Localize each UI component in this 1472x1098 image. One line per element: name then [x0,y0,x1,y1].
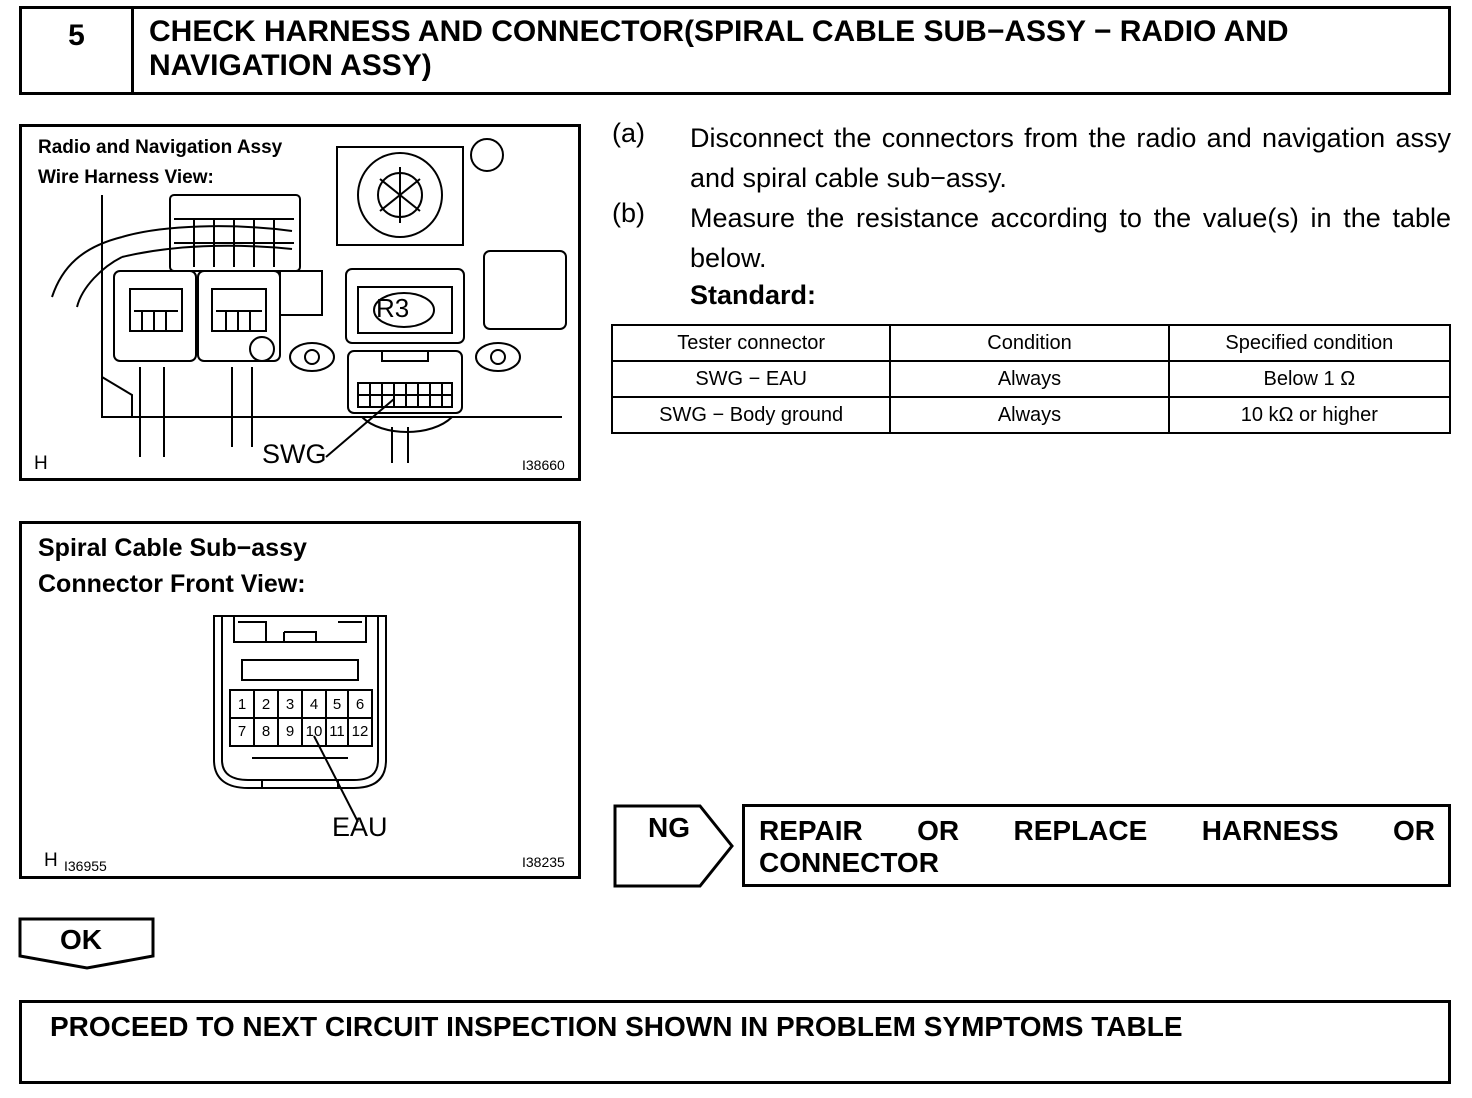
ng-result-text: REPAIR OR REPLACE HARNESS OR CONNECTOR [759,815,1435,879]
radio-navigation-harness-figure: Radio and Navigation Assy Wire Harness V… [19,124,581,481]
table-cell: Always [889,396,1170,434]
terminal-label-swg: SWG [262,439,327,469]
left-connector-1 [113,270,197,362]
figure2-corner-mark: H [44,850,58,871]
ng-word: OR [1393,815,1435,846]
fan-ring [357,152,443,238]
figure2-sub-id: I36955 [64,858,107,874]
eau-leader-line [313,735,359,823]
figure2-title: Spiral Cable Sub−assy Connector Front Vi… [38,530,307,602]
r3-terminal-block [347,350,463,414]
ng-result-line2: CONNECTOR [759,847,939,878]
ng-result-line1: REPAIR OR REPLACE HARNESS OR [759,815,1435,847]
terminal-label-eau: EAU [332,812,388,842]
table-cell: SWG − EAU [610,360,892,398]
figure2-id: I38235 [522,854,565,870]
r3-label-oval [373,292,435,328]
pin-11: 11 [329,723,345,740]
table-row: SWG − Body ground Always 10 kΩ or higher [610,396,1452,434]
final-instruction-text: PROCEED TO NEXT CIRCUIT INSPECTION SHOWN… [50,1011,1183,1042]
pin-6: 6 [355,696,365,713]
instruction-b-text: Measure the resistance according to the … [690,203,1451,273]
connector-latch-slot [241,659,359,681]
instruction-a-text: Disconnect the connectors from the radio… [690,123,1451,193]
table-cell: Always [889,360,1170,398]
table-cell: SWG − Body ground [610,396,892,434]
table-header-cell: Tester connector [610,324,892,362]
figure1-id: I38660 [522,457,565,473]
pin-2: 2 [261,696,271,713]
step-title: CHECK HARNESS AND CONNECTOR(SPIRAL CABLE… [149,15,1289,82]
ok-arrow-shape [18,917,155,970]
spiral-cable-connector-figure: Spiral Cable Sub−assy Connector Front Vi… [19,521,581,879]
pin-1: 1 [237,696,247,713]
ng-word: REPAIR [759,815,863,846]
pin-10: 10 [305,723,323,740]
instruction-b-letter: (b) [612,198,645,228]
pin-row-2: 7 8 9 10 11 12 [230,723,372,740]
pin-5: 5 [332,696,342,713]
pin-3: 3 [285,696,295,713]
table-header-cell: Specified condition [1167,324,1452,362]
table-row: SWG − EAU Always Below 1 Ω [610,360,1452,398]
radio-navigation-harness-illustration [51,138,567,463]
fan-housing [336,146,464,246]
figure1-title: Radio and Navigation Assy Wire Harness V… [38,133,282,193]
connector-outline [213,615,387,789]
standard-label: Standard: [690,280,817,310]
ng-word: OR [917,815,960,846]
step-number: 5 [22,9,134,92]
ng-arrow-shape [613,804,734,888]
figure2-title-line1: Spiral Cable Sub−assy [38,534,307,562]
r3-connector-housing [345,268,465,344]
ok-label: OK [60,924,102,955]
pin-row-1: 1 2 3 4 5 6 [230,696,372,713]
spec-table: Tester connector Condition Specified con… [610,324,1452,434]
step-header: 5 CHECK HARNESS AND CONNECTOR(SPIRAL CAB… [19,6,1451,95]
connector-label-r3: R3 [376,293,410,323]
spiral-cable-connector-illustration [213,615,387,823]
pin-7: 7 [237,723,247,740]
ng-word: HARNESS [1201,815,1339,846]
ng-label: NG [648,812,690,843]
swg-leader-line [325,398,395,458]
table-cell: Below 1 Ω [1167,360,1452,398]
table-cell: 10 kΩ or higher [1167,396,1452,434]
table-header-cell: Condition [889,324,1170,362]
figure2-title-line2: Connector Front View: [38,570,306,598]
pin-4: 4 [309,696,319,713]
ng-word: REPLACE [1013,815,1148,846]
pin-8: 8 [261,723,271,740]
pin-12: 12 [351,723,369,740]
final-instruction-box: PROCEED TO NEXT CIRCUIT INSPECTION SHOWN… [19,1000,1451,1084]
instruction-a-letter: (a) [612,118,645,148]
figure1-title-line2: Wire Harness View: [38,167,214,188]
table-header-row: Tester connector Condition Specified con… [610,324,1452,362]
pin-9: 9 [285,723,295,740]
ng-result-box: REPAIR OR REPLACE HARNESS OR CONNECTOR [742,804,1451,887]
figure1-title-line1: Radio and Navigation Assy [38,137,283,158]
figure1-corner-mark: H [34,453,48,474]
